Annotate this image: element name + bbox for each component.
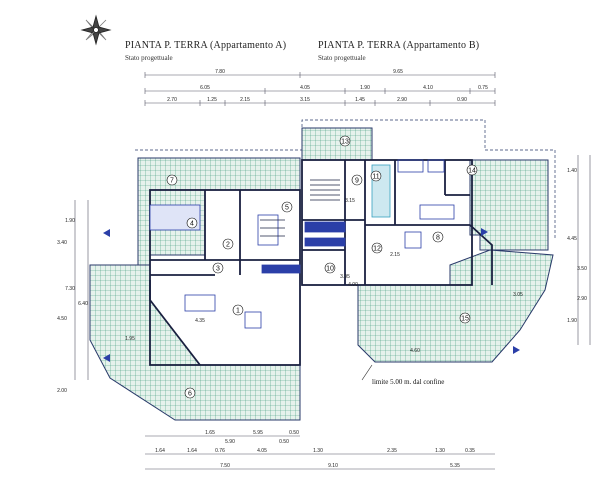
svg-text:1.64: 1.64: [187, 448, 197, 454]
room-labels: 1 2 3 4 5 6 7 8 9 10 11 12 13 14 15: [166, 135, 478, 399]
svg-text:1.40: 1.40: [567, 168, 577, 174]
svg-text:6.05: 6.05: [200, 85, 210, 91]
svg-text:14: 14: [468, 168, 476, 175]
room-2: 2: [222, 238, 234, 250]
compass-rose-icon: [80, 14, 112, 46]
svg-text:13: 13: [341, 139, 349, 146]
dimension-lines: [74, 74, 591, 470]
svg-text:5.90: 5.90: [225, 439, 235, 445]
room-9: 9: [351, 174, 363, 186]
svg-text:3.50: 3.50: [577, 266, 587, 272]
svg-text:4.45: 4.45: [567, 236, 577, 242]
svg-text:2.15: 2.15: [390, 252, 400, 258]
svg-text:0.50: 0.50: [289, 430, 299, 436]
svg-text:9.65: 9.65: [393, 69, 403, 75]
svg-text:1.30: 1.30: [313, 448, 323, 454]
svg-text:0.75: 0.75: [478, 85, 488, 91]
svg-text:4.60: 4.60: [410, 348, 420, 354]
svg-text:1.90: 1.90: [65, 218, 75, 224]
svg-text:3.95: 3.95: [340, 274, 350, 280]
svg-text:2.90: 2.90: [577, 296, 587, 302]
svg-text:4.35: 4.35: [195, 318, 205, 324]
svg-text:2.35: 2.35: [387, 448, 397, 454]
svg-text:5.95: 5.95: [253, 430, 263, 436]
limit-line: [135, 119, 556, 421]
svg-text:4.50: 4.50: [57, 316, 67, 322]
note-leader: [361, 364, 373, 381]
svg-text:2.00: 2.00: [57, 388, 67, 394]
room-11: 11: [370, 170, 382, 182]
svg-text:2.70: 2.70: [167, 97, 177, 103]
svg-text:2: 2: [226, 242, 230, 249]
svg-text:3.40: 3.40: [57, 240, 67, 246]
svg-text:9.10: 9.10: [328, 463, 338, 469]
svg-text:1.65: 1.65: [205, 430, 215, 436]
room-6: 6: [184, 387, 196, 399]
room-7: 7: [166, 174, 178, 186]
room-14: 14: [466, 164, 478, 176]
svg-text:12: 12: [373, 246, 381, 253]
svg-text:1.90: 1.90: [567, 318, 577, 324]
svg-text:1.90: 1.90: [360, 85, 370, 91]
plan-b-subtitle: Stato progettuale: [318, 54, 366, 62]
svg-text:1.30: 1.30: [435, 448, 445, 454]
plan-a-title: PIANTA P. TERRA (Appartamento A): [125, 40, 287, 51]
svg-text:4.05: 4.05: [300, 85, 310, 91]
plan-a-subtitle: Stato progettuale: [125, 54, 173, 62]
svg-text:3: 3: [216, 266, 220, 273]
svg-text:7.50: 7.50: [220, 463, 230, 469]
room-13: 13: [339, 135, 351, 147]
svg-text:7.80: 7.80: [215, 69, 225, 75]
room-10: 10: [324, 262, 336, 274]
svg-text:6.40: 6.40: [78, 301, 88, 307]
svg-text:0.76: 0.76: [215, 448, 225, 454]
svg-text:8: 8: [436, 235, 440, 242]
room-1: 1: [232, 304, 244, 316]
svg-text:2.15: 2.15: [240, 97, 250, 103]
svg-text:4.10: 4.10: [423, 85, 433, 91]
room-3: 3: [212, 262, 224, 274]
svg-text:4.00: 4.00: [348, 282, 358, 288]
stairs: [260, 179, 340, 237]
svg-text:0.35: 0.35: [465, 448, 475, 454]
room-12: 12: [371, 242, 383, 254]
svg-text:1.95: 1.95: [125, 336, 135, 342]
room-8: 8: [432, 231, 444, 243]
entrance-arrows: [103, 228, 520, 362]
svg-text:1.45: 1.45: [355, 97, 365, 103]
svg-text:6: 6: [188, 391, 192, 398]
svg-text:3.05: 3.05: [513, 292, 523, 298]
room-4: 4: [186, 217, 198, 229]
svg-text:3.15: 3.15: [300, 97, 310, 103]
svg-text:1: 1: [236, 308, 240, 315]
svg-text:11: 11: [372, 174, 379, 181]
svg-text:9: 9: [355, 178, 359, 185]
svg-text:0.50: 0.50: [279, 439, 289, 445]
svg-text:1.25: 1.25: [207, 97, 217, 103]
limit-note: limite 5.00 m. dal confine: [372, 378, 444, 386]
svg-text:7.30: 7.30: [65, 286, 75, 292]
plan-b-title: PIANTA P. TERRA (Appartamento B): [318, 40, 480, 51]
svg-text:2.90: 2.90: [397, 97, 407, 103]
svg-text:0.90: 0.90: [457, 97, 467, 103]
svg-text:4: 4: [190, 221, 194, 228]
svg-text:1.64: 1.64: [155, 448, 165, 454]
svg-text:10: 10: [326, 266, 334, 273]
svg-text:7: 7: [170, 178, 174, 185]
dimension-values: 7.80 9.65 6.05 4.05 1.90 4.10 0.75 2.70 …: [57, 69, 587, 469]
dimension-ticks: [144, 72, 496, 106]
svg-text:4.05: 4.05: [257, 448, 267, 454]
room-15: 15: [459, 312, 471, 324]
svg-text:15: 15: [461, 316, 469, 323]
svg-text:5: 5: [285, 205, 289, 212]
svg-text:3.15: 3.15: [345, 198, 355, 204]
terraces: [89, 127, 554, 421]
room-5: 5: [281, 201, 293, 213]
svg-text:5.35: 5.35: [450, 463, 460, 469]
